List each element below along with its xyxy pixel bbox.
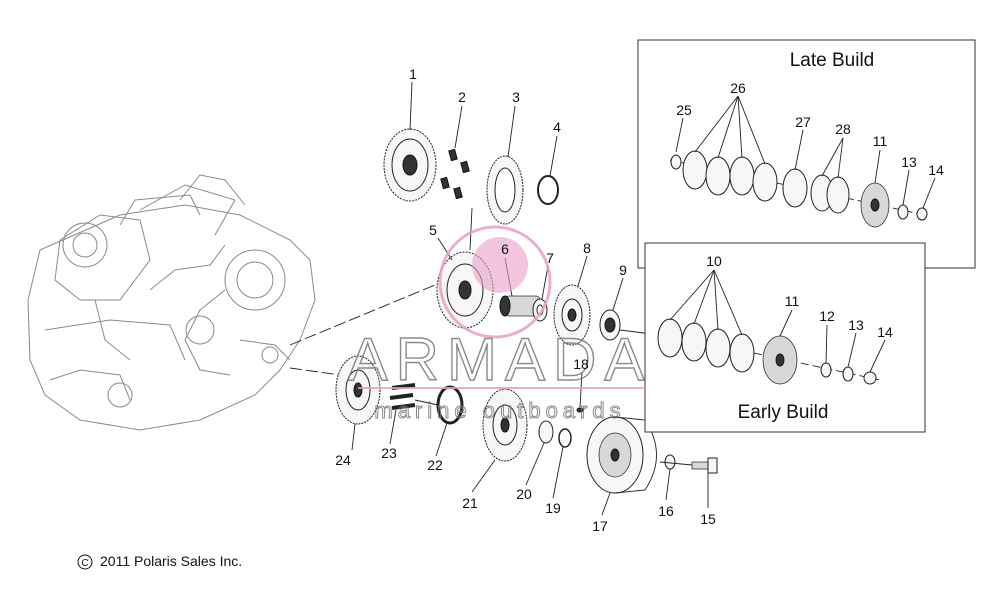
callout-25: 25 (676, 102, 692, 118)
part-3-ring-gear (486, 155, 524, 225)
engine-block (27, 174, 316, 431)
callout-23: 23 (381, 445, 397, 461)
callout-14-late: 14 (928, 162, 944, 178)
callout-21: 21 (462, 495, 478, 511)
callout-17: 17 (592, 518, 608, 534)
callout-13-late: 13 (901, 154, 917, 170)
callout-4: 4 (553, 119, 561, 135)
part-2-keys (440, 148, 470, 200)
callout-13-early: 13 (848, 317, 864, 333)
watermark-tagline: marine outboards (374, 398, 625, 423)
callout-2: 2 (458, 89, 466, 105)
assembly-axis-lines (289, 284, 436, 376)
callout-7: 7 (546, 250, 554, 266)
part-21-gear (482, 388, 528, 462)
callout-9: 9 (619, 262, 627, 278)
callout-16: 16 (658, 503, 674, 519)
watermark: ARMADA marine outboards (347, 225, 653, 424)
late-build-box: Late Build (637, 39, 976, 269)
part-4-snap-ring (537, 175, 559, 205)
part-7-washer (532, 298, 548, 322)
callout-20: 20 (516, 486, 532, 502)
part-24-gear (335, 355, 381, 425)
callout-22: 22 (427, 457, 443, 473)
callout-10: 10 (706, 253, 722, 269)
callout-28: 28 (835, 121, 851, 137)
part-16-washer (664, 454, 676, 470)
callout-18: 18 (573, 356, 589, 372)
callout-12: 12 (819, 308, 835, 324)
callout-6: 6 (501, 241, 509, 257)
early-build-box: Early Build (644, 242, 926, 433)
callout-8: 8 (583, 240, 591, 256)
callout-26: 26 (730, 80, 746, 96)
early-build-title: Early Build (738, 402, 829, 423)
callout-11-late: 11 (873, 133, 888, 149)
copyright-mark: C (77, 554, 93, 570)
callout-19: 19 (545, 500, 561, 516)
part-1-gear (383, 128, 437, 202)
callout-14-early: 14 (877, 324, 893, 340)
callout-5: 5 (429, 222, 437, 238)
callout-11-early: 11 (785, 293, 800, 309)
part-8-gear (553, 284, 591, 346)
callout-1: 1 (409, 66, 417, 82)
callout-labels: 1 2 3 4 5 6 7 8 9 10 11 12 13 14 15 16 1… (335, 66, 944, 534)
late-build-title: Late Build (790, 50, 875, 71)
part-17-flywheel (586, 416, 657, 494)
part-15-bolt (691, 457, 718, 474)
watermark-brand: ARMADA (348, 326, 653, 393)
callout-3: 3 (512, 89, 520, 105)
callout-27: 27 (795, 114, 811, 130)
copyright-text: 2011 Polaris Sales Inc. (78, 553, 242, 569)
callout-24: 24 (335, 452, 351, 468)
callout-15: 15 (700, 511, 716, 527)
part-19-ring (558, 428, 572, 448)
copyright-symbol: C (81, 558, 88, 569)
copyright-label: 2011 Polaris Sales Inc. (100, 553, 243, 569)
part-20-washer (538, 420, 554, 444)
part-18-pin (576, 407, 584, 413)
part-9-hub (599, 309, 621, 341)
